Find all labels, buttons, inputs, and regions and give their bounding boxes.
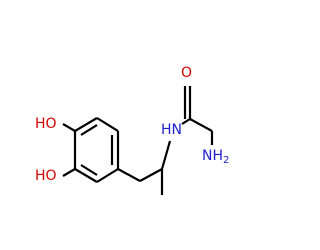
hydroxyl-label-top: HO — [35, 116, 57, 132]
benzene-ring — [73, 117, 120, 183]
ch-n-bond — [160, 140, 172, 170]
molecule-structure: HO HO HN O NH2 — [35, 65, 229, 195]
amine-label: NH2 — [202, 148, 229, 166]
ring-ch2-bond — [117, 168, 141, 182]
c-o-bond — [62, 168, 76, 177]
amine-label-main: NH — [202, 148, 223, 164]
ring-bond — [96, 168, 119, 183]
ring-bond — [96, 117, 119, 132]
ch2-ch-bond — [139, 168, 163, 182]
n-carbonyl-bond — [181, 118, 191, 125]
ring-bond — [74, 168, 98, 183]
amide-nh-label: HN — [161, 122, 182, 138]
carbonyl-ch2-bond — [189, 118, 213, 132]
carbonyl-oxygen-label: O — [181, 65, 192, 81]
amine-label-subscript: 2 — [223, 155, 229, 166]
ring-double-bond — [80, 164, 98, 176]
ring-bond — [74, 117, 98, 132]
hydroxyl-label-bottom: HO — [35, 168, 57, 184]
ring-double-bond — [80, 124, 98, 136]
c-o-bond — [62, 123, 76, 132]
